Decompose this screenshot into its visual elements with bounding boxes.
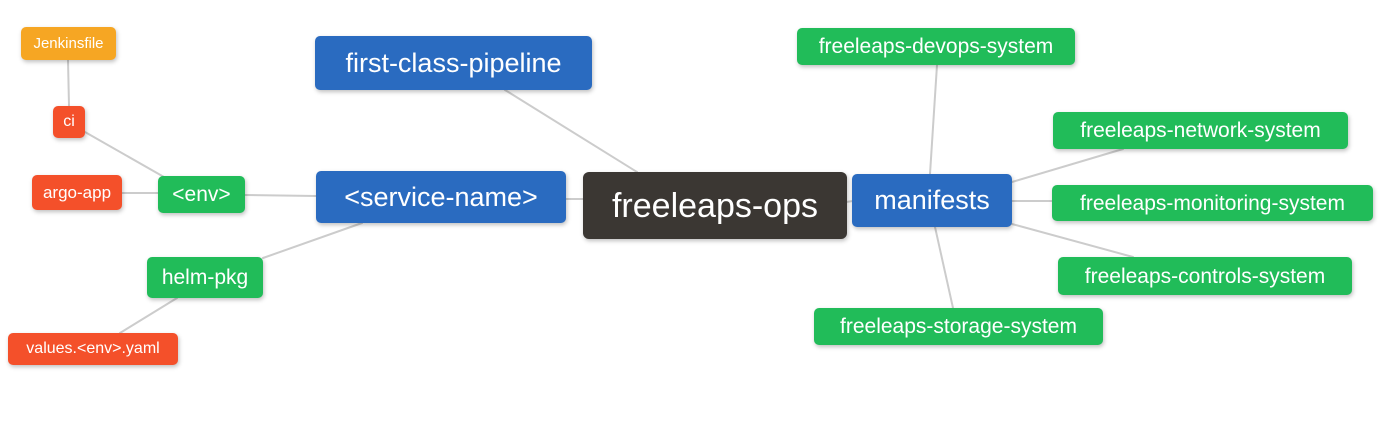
edge-manifests--network-system xyxy=(1011,148,1124,183)
node-network-system[interactable]: freeleaps-network-system xyxy=(1053,112,1348,149)
edge-env--service-name xyxy=(244,194,317,197)
node-freeleaps-ops[interactable]: freeleaps-ops xyxy=(583,172,847,239)
edge-values-env-yaml--helm-pkg xyxy=(119,297,178,334)
edge-first-class-pipeline--freeleaps-ops xyxy=(504,89,638,173)
edge-jenkinsfile--ci xyxy=(67,59,70,107)
node-first-class-pipeline[interactable]: first-class-pipeline xyxy=(315,36,592,90)
node-jenkinsfile[interactable]: Jenkinsfile xyxy=(21,27,116,60)
node-controls-system[interactable]: freeleaps-controls-system xyxy=(1058,257,1352,295)
node-ci[interactable]: ci xyxy=(53,106,85,138)
node-monitoring-system[interactable]: freeleaps-monitoring-system xyxy=(1052,185,1373,221)
node-env[interactable]: <env> xyxy=(158,176,245,213)
node-helm-pkg[interactable]: helm-pkg xyxy=(147,257,263,298)
node-storage-system[interactable]: freeleaps-storage-system xyxy=(814,308,1103,345)
edge-manifests--controls-system xyxy=(1011,223,1134,258)
edge-ci--env xyxy=(84,131,165,178)
node-values-env-yaml[interactable]: values.<env>.yaml xyxy=(8,333,178,365)
node-service-name[interactable]: <service-name> xyxy=(316,171,566,223)
edge-helm-pkg--service-name xyxy=(262,222,363,259)
node-devops-system[interactable]: freeleaps-devops-system xyxy=(797,28,1075,65)
edge-manifests--devops-system xyxy=(929,64,938,175)
node-manifests[interactable]: manifests xyxy=(852,174,1012,227)
edge-manifests--storage-system xyxy=(934,226,954,309)
node-argo-app[interactable]: argo-app xyxy=(32,175,122,210)
